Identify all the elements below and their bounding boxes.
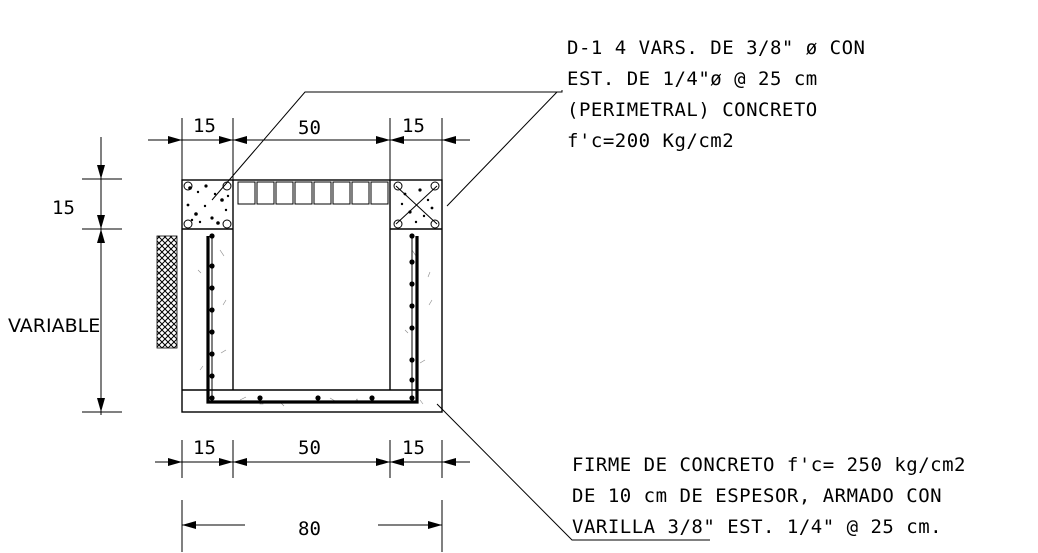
right-beam-concrete <box>393 181 440 229</box>
dimension-top-left: 15 <box>193 115 216 137</box>
note-top: D-1 4 VARS. DE 3/8" ø CON EST. DE 1/4"ø … <box>567 37 865 152</box>
note-top-line-3: (PERIMETRAL) CONCRETO <box>567 99 818 121</box>
dimension-bottom-left: 15 <box>193 437 216 459</box>
note-top-line-1: D-1 4 VARS. DE 3/8" ø CON <box>567 37 865 59</box>
note-bottom: FIRME DE CONCRETO f'c= 250 kg/cm2 DE 10 … <box>572 454 966 538</box>
note-bottom-line-2: DE 10 cm DE ESPESOR, ARMADO CON <box>572 485 942 507</box>
overall-dimension-line <box>181 500 443 552</box>
dimension-bottom-center: 50 <box>298 437 321 459</box>
soil-hatch <box>156 235 178 349</box>
note-top-line-4: f'c=200 Kg/cm2 <box>567 130 734 152</box>
channel-section <box>181 179 443 413</box>
note-bottom-line-1: FIRME DE CONCRETO f'c= 250 kg/cm2 <box>572 454 966 476</box>
grating <box>237 181 389 205</box>
dimension-bottom-right: 15 <box>402 437 425 459</box>
note-top-line-2: EST. DE 1/4"ø @ 25 cm <box>567 68 818 90</box>
dimension-left-height: 15 <box>52 197 75 219</box>
note-bottom-line-3: VARILLA 3/8" EST. 1/4" @ 25 cm. <box>572 516 942 538</box>
dimension-top-right: 15 <box>402 115 425 137</box>
dimension-overall-width: 80 <box>298 518 321 540</box>
rebar-dots <box>209 233 415 401</box>
dimension-left-variable: VARIABLE <box>8 315 100 337</box>
left-beam-concrete <box>183 181 232 229</box>
dimension-top-center: 50 <box>298 117 321 139</box>
bottom-dimension-line <box>155 440 470 478</box>
top-dimension-line <box>148 118 470 180</box>
left-dimension-line <box>82 137 122 415</box>
leader-lines <box>211 90 710 541</box>
rebar-u-shape <box>206 236 419 404</box>
